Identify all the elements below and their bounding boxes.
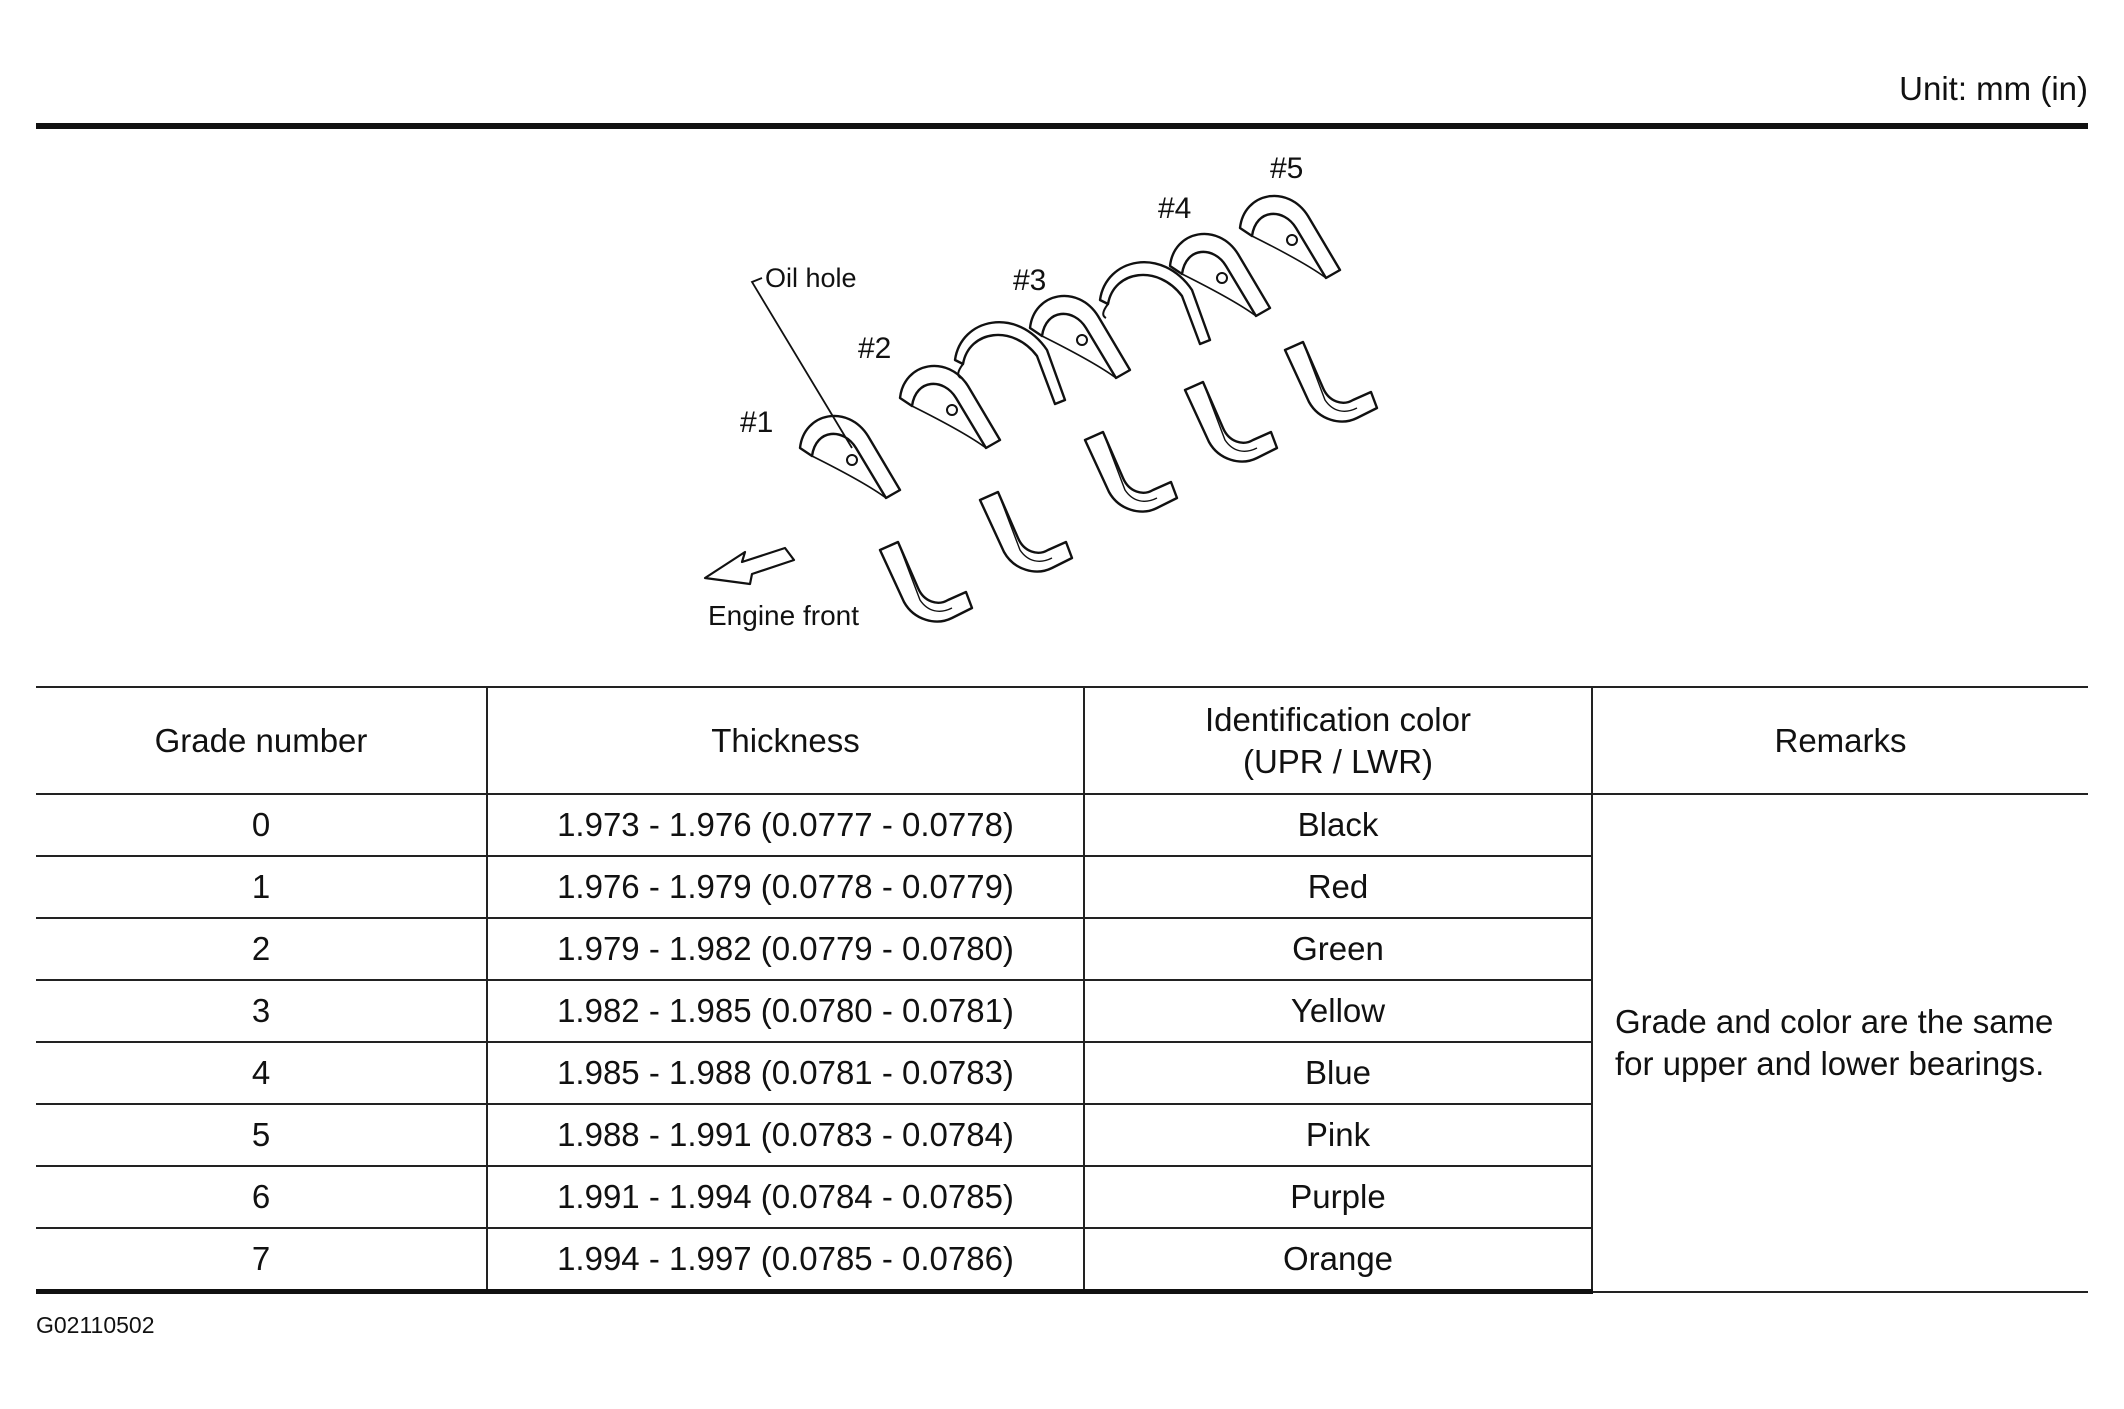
table-row: 4 1.985 - 1.988 (0.0781 - 0.0783) Blue: [36, 1041, 2088, 1105]
header-remarks: Remarks: [1591, 686, 2088, 795]
label-bearing-5: #5: [1270, 152, 1303, 185]
engine-front-arrow-icon: [703, 546, 796, 586]
header-color-line1: Identification color: [1205, 700, 1471, 738]
cell-color: Green: [1083, 917, 1592, 981]
table-row: 5 1.988 - 1.991 (0.0783 - 0.0784) Pink: [36, 1103, 2088, 1167]
cell-color: Pink: [1083, 1103, 1592, 1167]
lower-bearing-1: [878, 540, 974, 623]
cell-thickness: 1.988 - 1.991 (0.0783 - 0.0784): [486, 1103, 1085, 1167]
oil-hole-leader-line: [750, 277, 853, 449]
cell-grade: 3: [36, 979, 488, 1043]
cell-color: Orange: [1083, 1227, 1592, 1294]
cell-grade: 7: [36, 1227, 488, 1294]
header-color-line2: (UPR / LWR): [1242, 742, 1434, 780]
cell-grade: 2: [36, 917, 488, 981]
lower-bearing-3: [1083, 430, 1179, 513]
cell-thickness: 1.982 - 1.985 (0.0780 - 0.0781): [486, 979, 1085, 1043]
cell-grade: 0: [36, 793, 488, 857]
upper-bearing-5: [1238, 194, 1342, 280]
cell-color: Black: [1083, 793, 1593, 857]
bearing-diagram: #1 #2 #3 #4 #5 Oil hole Engine front: [680, 150, 1440, 650]
top-rule: [36, 123, 2088, 129]
figure-code: G02110502: [36, 1312, 155, 1338]
cell-thickness: 1.979 - 1.982 (0.0779 - 0.0780): [486, 917, 1085, 981]
unit-label: Unit: mm (in): [1899, 70, 2088, 107]
cell-grade: 6: [36, 1165, 488, 1229]
upper-bearing-1: [798, 414, 902, 500]
cell-thickness: 1.985 - 1.988 (0.0781 - 0.0783): [486, 1041, 1085, 1105]
cell-thickness: 1.976 - 1.979 (0.0778 - 0.0779): [486, 855, 1085, 919]
cell-grade: 4: [36, 1041, 488, 1105]
table-row: 7 1.994 - 1.997 (0.0785 - 0.0786) Orange: [36, 1227, 2088, 1294]
bearing-diagram-svg: #1 #2 #3 #4 #5 Oil hole Engine front: [703, 152, 1379, 631]
table-row: 1 1.976 - 1.979 (0.0778 - 0.0779) Red: [36, 855, 2088, 919]
label-bearing-2: #2: [858, 332, 891, 365]
label-engine-front: Engine front: [708, 600, 859, 631]
label-bearing-3: #3: [1013, 264, 1046, 297]
lower-bearing-4: [1183, 380, 1279, 463]
table-header-row: Grade number Thickness Identification co…: [36, 686, 2088, 795]
table-row: 3 1.982 - 1.985 (0.0780 - 0.0781) Yellow: [36, 979, 2088, 1043]
cell-color: Yellow: [1083, 979, 1592, 1043]
cell-grade: 5: [36, 1103, 488, 1167]
bearing-grade-table: Grade number Thickness Identification co…: [36, 686, 2088, 1294]
upper-bearing-2: [898, 364, 1002, 450]
label-oil-hole: Oil hole: [765, 263, 857, 293]
cell-remarks: Grade and color are the same for upper a…: [1591, 793, 2088, 1293]
header-identification-color: Identification color (UPR / LWR): [1083, 686, 1593, 795]
table-row: 6 1.991 - 1.994 (0.0784 - 0.0785) Purple: [36, 1165, 2088, 1229]
table-row: 2 1.979 - 1.982 (0.0779 - 0.0780) Green: [36, 917, 2088, 981]
cell-thickness: 1.973 - 1.976 (0.0777 - 0.0778): [486, 793, 1085, 857]
cell-thickness: 1.991 - 1.994 (0.0784 - 0.0785): [486, 1165, 1085, 1229]
thrust-bearing-rear: [1098, 261, 1212, 346]
header-thickness: Thickness: [486, 686, 1085, 795]
header-grade-number: Grade number: [36, 686, 488, 795]
cell-color: Purple: [1083, 1165, 1592, 1229]
remarks-line1: Grade and color are the same: [1615, 1002, 2054, 1040]
label-bearing-4: #4: [1158, 192, 1191, 225]
cell-color: Red: [1083, 855, 1592, 919]
remarks-line2: for upper and lower bearings.: [1615, 1044, 2045, 1082]
lower-bearing-2: [978, 490, 1074, 573]
table-row: 0 1.973 - 1.976 (0.0777 - 0.0778) Black …: [36, 793, 2088, 1293]
cell-color: Blue: [1083, 1041, 1592, 1105]
label-bearing-1: #1: [740, 406, 773, 439]
lower-bearing-5: [1283, 340, 1379, 423]
cell-thickness: 1.994 - 1.997 (0.0785 - 0.0786): [486, 1227, 1085, 1294]
cell-grade: 1: [36, 855, 488, 919]
